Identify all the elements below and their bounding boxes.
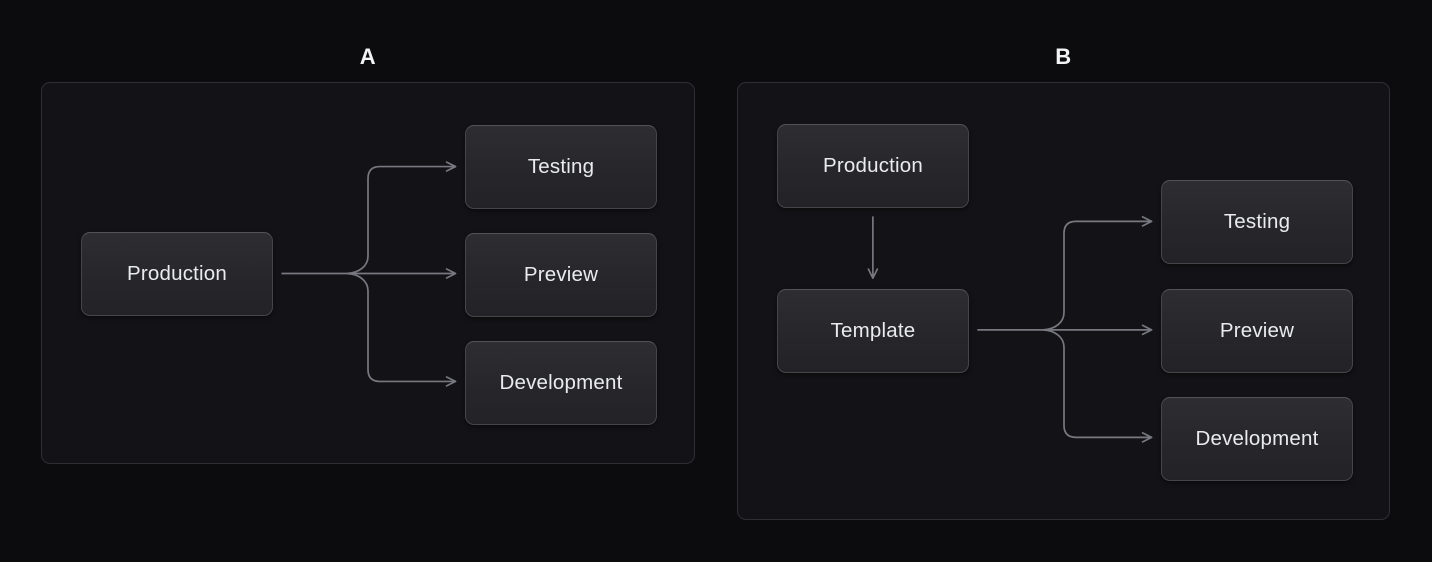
edge-template-development	[1043, 329, 1153, 443]
node-development-label: Development	[1195, 427, 1319, 450]
node-preview: Preview	[1161, 289, 1353, 373]
node-testing-label: Testing	[1223, 210, 1291, 233]
edge-production-testing	[347, 161, 457, 275]
node-production: Production	[777, 124, 969, 208]
edge-template-testing	[1043, 216, 1153, 331]
node-production: Production	[81, 232, 273, 316]
diagram-b-label: B	[1055, 44, 1072, 69]
node-testing-label: Testing	[527, 155, 595, 178]
node-production-label: Production	[126, 262, 227, 285]
node-testing: Testing	[465, 125, 657, 209]
node-testing: Testing	[1161, 180, 1353, 264]
diagram-a-panel: Production Testing Preview Development	[41, 82, 695, 464]
diagram-a-label: A	[359, 44, 377, 69]
diagram-b-panel: Production Template Testing Preview Deve…	[737, 82, 1390, 520]
node-template-label: Template	[830, 319, 916, 342]
node-development: Development	[465, 341, 657, 425]
node-preview-label: Preview	[523, 263, 599, 286]
node-preview-label: Preview	[1219, 319, 1295, 342]
node-template: Template	[777, 289, 969, 373]
edge-production-development	[347, 272, 457, 387]
node-production-label: Production	[822, 154, 923, 177]
node-preview: Preview	[465, 233, 657, 317]
node-development-label: Development	[499, 371, 623, 394]
node-development: Development	[1161, 397, 1353, 481]
